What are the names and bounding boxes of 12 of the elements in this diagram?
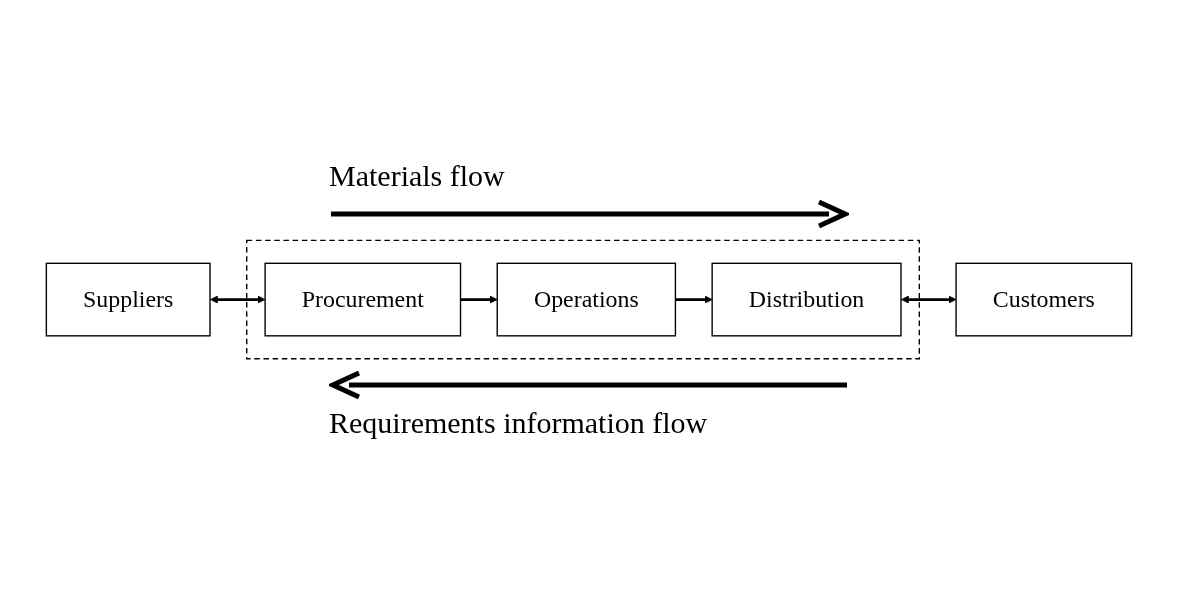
flow-label: Materials flow: [329, 158, 506, 193]
arrow: [901, 295, 957, 304]
arrow: [675, 295, 713, 304]
node-box: Customers: [955, 262, 1133, 337]
node-box: Operations: [496, 262, 677, 337]
arrow: [210, 295, 266, 304]
arrow: [460, 295, 498, 304]
node-box: Procurement: [264, 262, 462, 337]
node-box: Distribution: [711, 262, 902, 337]
cluster: [246, 239, 921, 360]
node-box: Suppliers: [45, 262, 211, 337]
flow-label: Requirements information flow: [329, 406, 709, 441]
